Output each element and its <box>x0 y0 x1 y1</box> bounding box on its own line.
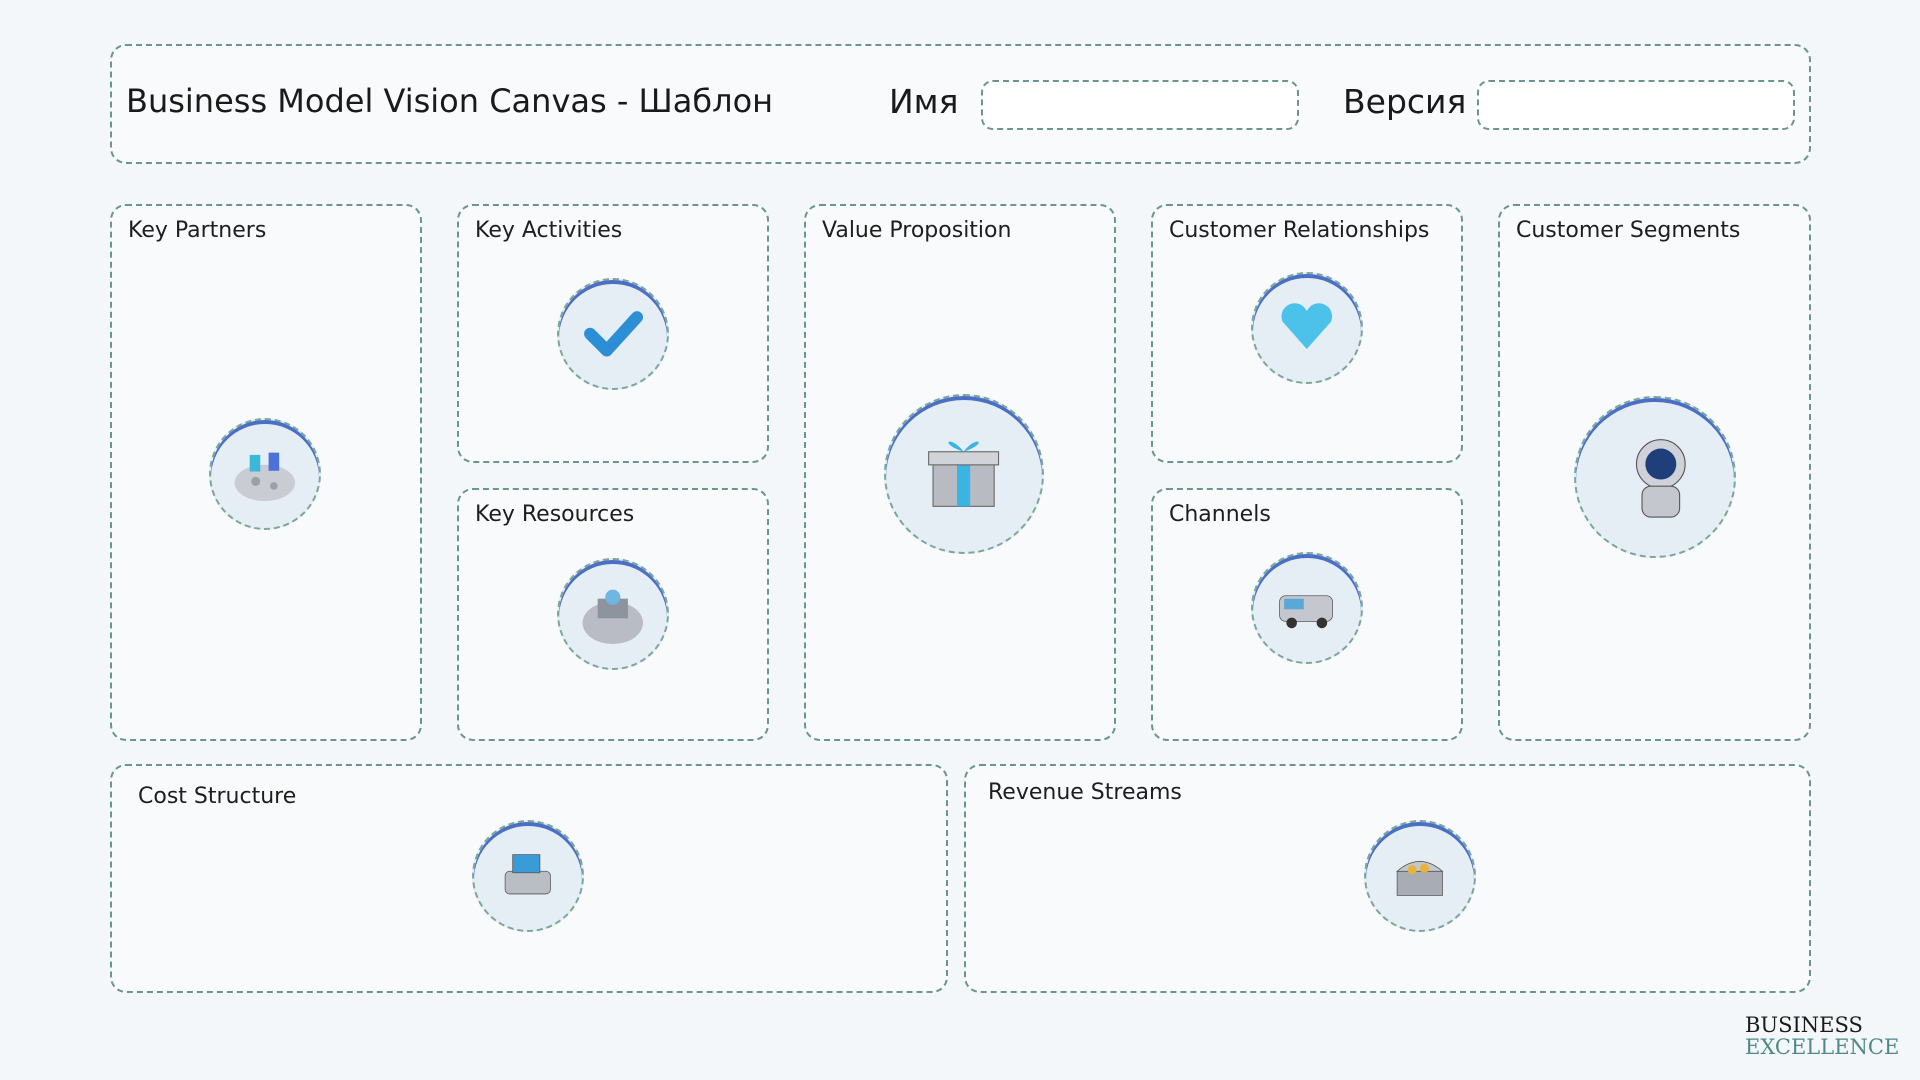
business-excellence-logo: BUSINESS EXCELLENCE <box>1745 1014 1899 1058</box>
block-label: Value Proposition <box>822 218 1012 243</box>
block-label: Customer Relationships <box>1169 218 1430 243</box>
channels-block[interactable]: Channels <box>1151 488 1463 741</box>
block-label: Customer Segments <box>1516 218 1741 243</box>
block-label: Revenue Streams <box>988 780 1182 805</box>
customer-relationships-block[interactable]: Customer Relationships <box>1151 204 1463 463</box>
moon-base-icon <box>557 558 669 670</box>
logo-line-2: EXCELLENCE <box>1745 1035 1900 1059</box>
key-partners-block[interactable]: Key Partners <box>110 204 422 741</box>
heart-icon <box>1251 272 1363 384</box>
customer-segments-block[interactable]: Customer Segments <box>1498 204 1811 741</box>
cash-register-icon <box>472 820 584 932</box>
gift-box-icon <box>884 394 1044 554</box>
block-label: Channels <box>1169 502 1271 527</box>
page-title: Business Model Vision Canvas - Шаблон <box>126 82 774 120</box>
block-label: Cost Structure <box>138 784 297 809</box>
key-resources-block[interactable]: Key Resources <box>457 488 769 741</box>
cost-structure-block[interactable]: Cost Structure <box>110 764 948 993</box>
version-label: Версия <box>1343 82 1467 121</box>
name-input[interactable] <box>981 80 1299 130</box>
version-input[interactable] <box>1477 80 1795 130</box>
astronaut-icon <box>1574 396 1736 558</box>
name-label: Имя <box>889 82 959 121</box>
key-activities-block[interactable]: Key Activities <box>457 204 769 463</box>
value-proposition-block[interactable]: Value Proposition <box>804 204 1116 741</box>
checkmark-icon <box>557 278 669 390</box>
block-label: Key Resources <box>475 502 635 527</box>
van-icon <box>1251 552 1363 664</box>
logo-line-1: BUSINESS <box>1745 1013 1863 1037</box>
revenue-streams-block[interactable]: Revenue Streams <box>964 764 1811 993</box>
header-panel: Business Model Vision Canvas - Шаблон Им… <box>110 44 1811 164</box>
block-label: Key Partners <box>128 218 267 243</box>
moon-icon <box>209 418 321 530</box>
treasure-chest-icon <box>1364 820 1476 932</box>
block-label: Key Activities <box>475 218 623 243</box>
